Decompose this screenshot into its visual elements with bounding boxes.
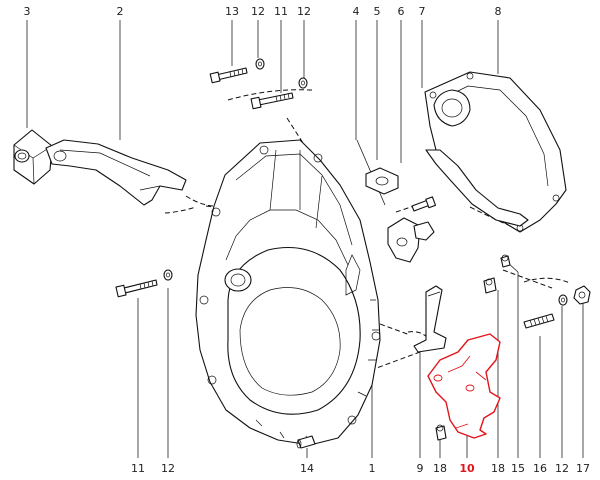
- part-11-long-bolt-top: [250, 92, 294, 110]
- callout-18-right: 18: [491, 462, 505, 475]
- part-11-bolt-left: [115, 279, 158, 298]
- callout-labels-bottom: 11 12 14 1 9 18 10 18 15 16 12 17: [131, 462, 590, 475]
- part-15-bolt: [500, 254, 511, 268]
- part-14-dowel-pin: [296, 435, 316, 449]
- callout-15: 15: [511, 462, 525, 475]
- part-2-clutch-fork: [45, 139, 187, 206]
- part-5-small-flange: [365, 167, 399, 195]
- part-10-bracket-highlighted: [427, 333, 501, 439]
- callout-10-highlighted: 10: [459, 462, 475, 475]
- part-8-cover-plate: [424, 71, 567, 233]
- callout-17: 17: [576, 462, 590, 475]
- part-12-washer-top-b: [298, 77, 308, 89]
- part-9-bracket: [413, 285, 447, 353]
- part-16-stud: [523, 313, 555, 329]
- callout-8: 8: [495, 5, 502, 18]
- part-12-washer-left: [163, 269, 173, 281]
- part-1-clutch-housing: [195, 139, 381, 446]
- callout-12-top-b: 12: [297, 5, 311, 18]
- part-13-bolt-top: [209, 67, 248, 84]
- part-12-washer-top-a: [255, 58, 265, 70]
- part-17-nut: [573, 285, 591, 305]
- callout-1: 1: [369, 462, 376, 475]
- part-4-guide-tube: [387, 217, 435, 263]
- callout-12-top-a: 12: [251, 5, 265, 18]
- callout-18-left: 18: [433, 462, 447, 475]
- callout-11-top: 11: [274, 5, 288, 18]
- callout-12-bottom-right: 12: [555, 462, 569, 475]
- callout-12-bottom-left: 12: [161, 462, 175, 475]
- part-12-washer-right: [558, 294, 568, 306]
- callout-5: 5: [374, 5, 381, 18]
- callout-9: 9: [417, 462, 424, 475]
- callout-16: 16: [533, 462, 547, 475]
- callout-6: 6: [398, 5, 405, 18]
- callout-13: 13: [225, 5, 239, 18]
- part-3-release-bearing: [13, 129, 53, 185]
- callout-14: 14: [300, 462, 314, 475]
- callout-3: 3: [24, 5, 31, 18]
- part-18-bolt-upper: [483, 277, 497, 294]
- part-7-seal-strip: [425, 149, 529, 227]
- callout-7: 7: [419, 5, 426, 18]
- part-18-bolt-lower: [435, 424, 447, 441]
- callout-11-bottom: 11: [131, 462, 145, 475]
- callout-4: 4: [353, 5, 360, 18]
- part-6-bolt: [411, 196, 437, 212]
- callout-2: 2: [117, 5, 124, 18]
- callout-labels-top: 3 2 13 12 11 12 4 5 6 7 8: [24, 5, 502, 18]
